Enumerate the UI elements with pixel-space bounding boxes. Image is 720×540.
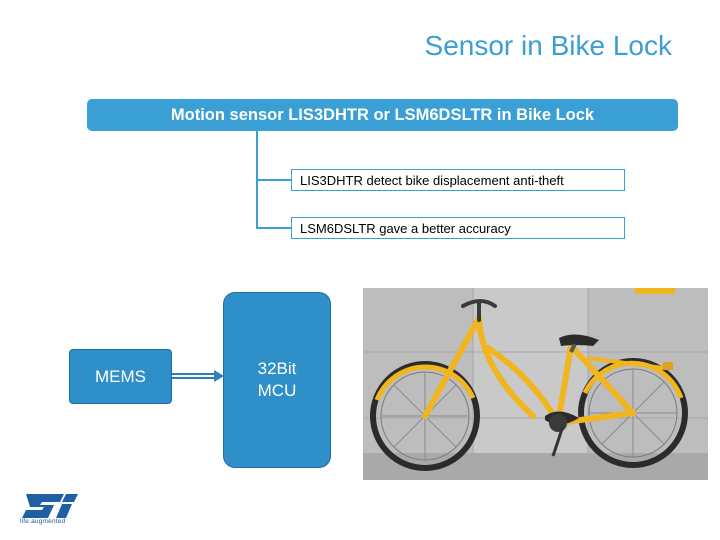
item-box-lis3dhtr: LIS3DHTR detect bike displacement anti-t… [291,169,625,191]
mems-block: MEMS [69,349,172,404]
mems-label: MEMS [95,366,146,386]
connector-branch-1 [256,179,292,181]
tagline: life.augmented [20,518,66,525]
connector-branch-2 [256,227,292,229]
item-box-lsm6dsltr: LSM6DSLTR gave a better accuracy [291,217,625,239]
mems-to-mcu-arrow [172,370,224,382]
header-bar-label: Motion sensor LIS3DHTR or LSM6DSLTR in B… [170,105,595,124]
bike-illustration [363,288,708,480]
bike-photo [363,288,708,480]
mcu-label-line2: MCU [257,381,297,400]
slide-title: Sensor in Bike Lock [424,30,672,61]
item-label: LIS3DHTR detect bike displacement anti-t… [300,172,564,188]
header-bar: Motion sensor LIS3DHTR or LSM6DSLTR in B… [87,99,678,131]
mcu-label-line1: 32Bit [257,359,297,378]
item-label: LSM6DSLTR gave a better accuracy [300,220,511,236]
mcu-block: 32Bit MCU [223,292,331,468]
st-logo-icon [22,494,78,518]
